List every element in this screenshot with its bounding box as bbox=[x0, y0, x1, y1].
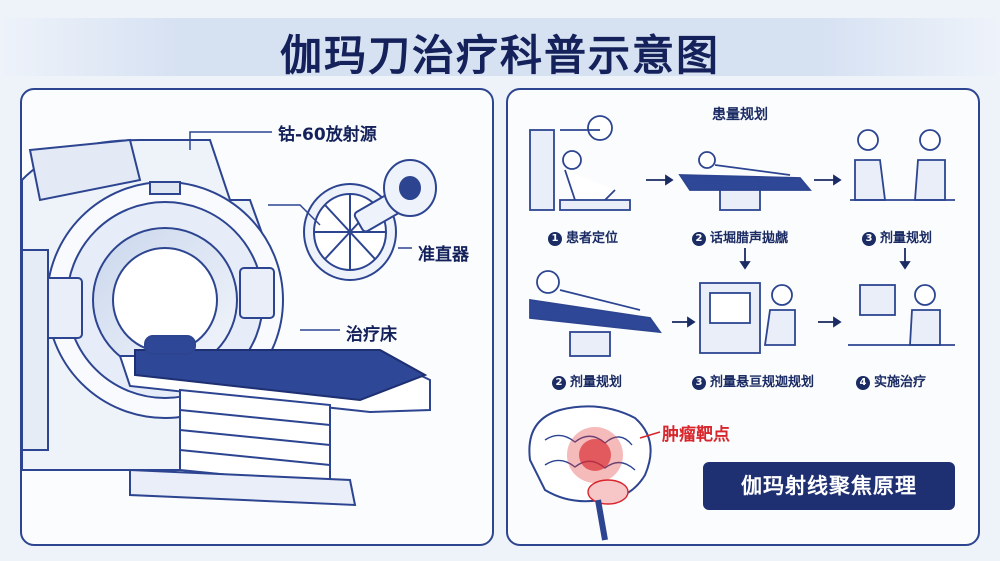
step-2-imaging-icon bbox=[678, 151, 812, 211]
gamma-knife-machine bbox=[21, 138, 431, 507]
step-5-planning-icon bbox=[699, 282, 796, 354]
step-4-couch-icon bbox=[529, 270, 662, 357]
workflow-top-label: 患量规划 bbox=[712, 107, 768, 123]
page-title: 伽玛刀治疗科普示意图 bbox=[279, 31, 720, 80]
step-6-treatment-icon bbox=[848, 284, 955, 346]
gamma-focus-principle-banner: 伽玛射线聚焦原理 bbox=[703, 462, 955, 510]
collimator-illustration bbox=[303, 159, 437, 281]
couch-label: 治疗床 bbox=[346, 325, 397, 345]
step-1-positioning-icon bbox=[529, 115, 631, 211]
source-label: 钴-60放射源 bbox=[278, 125, 377, 145]
brain-illustration bbox=[528, 405, 661, 541]
title-band bbox=[0, 18, 1000, 76]
collimator-label: 准直器 bbox=[418, 245, 469, 265]
tumor-target-label: 肿瘤靶点 bbox=[662, 425, 730, 445]
step-3-consult-icon bbox=[850, 129, 955, 201]
